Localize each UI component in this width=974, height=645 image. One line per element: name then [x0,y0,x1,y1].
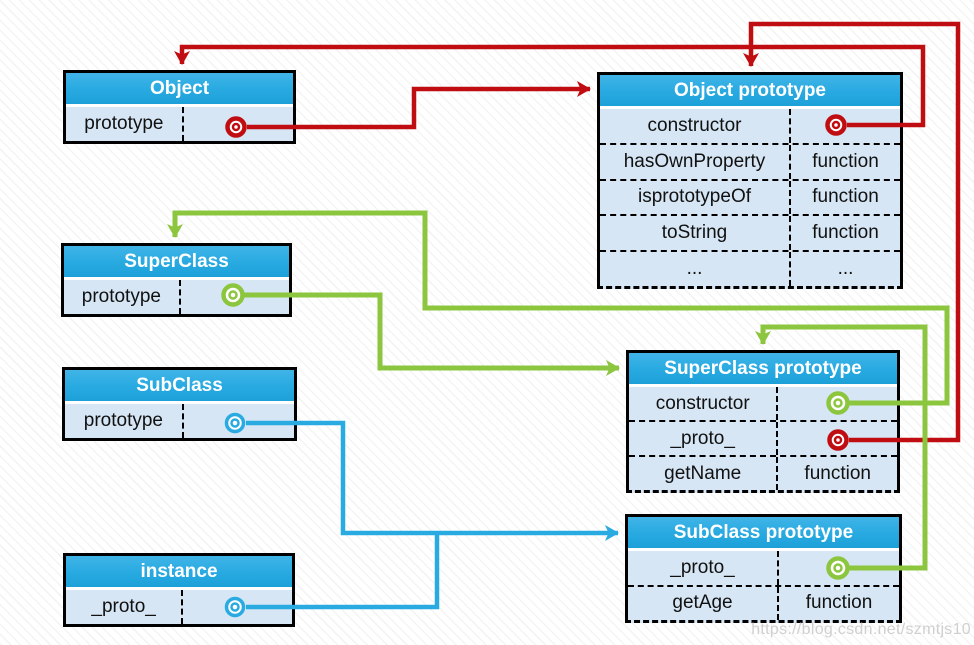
object-prototype-box: Object prototype constructor hasOwnPrope… [597,72,903,289]
row-label: prototype [81,286,161,307]
row-value: ... [789,252,900,286]
row-value-ref-cell [777,551,899,585]
row-label: _proto_ [670,427,735,449]
superclass-box-rows: prototype [64,280,289,314]
row-label: constructor [647,114,742,136]
row-value: function [789,216,900,251]
instance-box: instance _proto_ [63,553,295,627]
table-row: _proto_ [628,551,899,585]
table-row: getName function [629,455,897,490]
table-row: prototype [66,107,293,141]
row-value: function [789,180,900,215]
superclass-prototype-box: SuperClass prototype constructor _proto_… [626,350,900,493]
subclass-prototype-box: SubClass prototype _proto_ getAge functi… [625,514,902,623]
row-value: function [777,586,899,620]
watermark: https://blog.csdn.net/szmtjs10 [751,621,971,638]
row-label: _proto_ [91,596,156,617]
superclass-box-title: SuperClass [64,246,289,280]
row-label: ... [686,258,703,280]
arrow-subclass-prototype-ref [246,420,619,541]
table-row: hasOwnProperty function [600,142,900,179]
row-value-ref-cell [789,109,900,143]
row-value: function [776,457,897,490]
row-value-ref-cell [181,107,293,141]
subclass-prototype-box-title: SubClass prototype [628,517,899,551]
row-label: getName [664,462,742,484]
subclass-box-rows: prototype [65,404,294,438]
object-prototype-box-rows: constructor hasOwnProperty function ispr… [600,109,900,286]
row-label: isprototypeOf [638,186,751,208]
table-row: toString function [600,214,900,251]
instance-box-rows: _proto_ [66,590,292,624]
superclass-prototype-box-title: SuperClass prototype [629,353,897,387]
table-row: constructor [600,109,900,143]
table-row: isprototypeOf function [600,178,900,215]
row-value-ref-cell [776,422,897,455]
row-label: constructor [655,392,750,414]
subclass-box-title: SubClass [65,370,294,404]
arrow-object-prototype-ref [247,81,591,130]
table-row: prototype [64,280,289,314]
row-value-ref-cell [181,590,292,624]
row-label: toString [661,222,728,244]
row-value: function [789,144,900,179]
row-value-ref-cell [776,387,897,420]
subclass-prototype-box-rows: _proto_ getAge function [628,551,899,620]
row-label: prototype [84,113,164,134]
superclass-box: SuperClass prototype [61,243,292,317]
row-value-ref-cell [181,404,294,438]
row-label: prototype [83,410,163,431]
table-row: getAge function [628,584,899,620]
table-row: ... ... [600,250,900,286]
row-label: getAge [672,592,733,614]
object-box-title: Object [66,73,293,107]
row-label: hasOwnProperty [623,150,766,172]
table-row: constructor [629,387,897,420]
row-value-ref-cell [178,280,289,314]
object-prototype-box-title: Object prototype [600,75,900,109]
table-row: prototype [65,404,294,438]
object-box-rows: prototype [66,107,293,141]
row-label: _proto_ [670,556,735,578]
arrow-superclass-prototype-ref [244,292,620,376]
object-box: Object prototype [63,70,296,144]
superclass-prototype-box-rows: constructor _proto_ getName function [629,387,897,490]
instance-box-title: instance [66,556,292,590]
table-row: _proto_ [629,420,897,455]
subclass-box: SubClass prototype [62,367,297,441]
table-row: _proto_ [66,590,292,624]
